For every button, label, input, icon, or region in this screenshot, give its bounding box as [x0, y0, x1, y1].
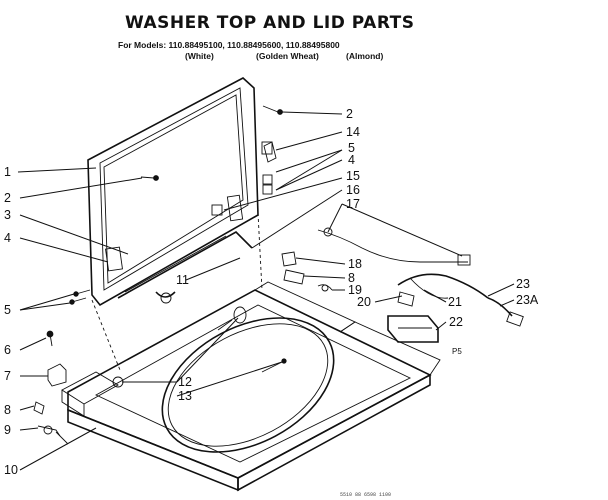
callout-16: 16	[346, 183, 360, 197]
footer-code: 5510 88 6598 1100	[340, 492, 391, 498]
color-almond: (Almond)	[346, 51, 383, 61]
callout-13: 13	[178, 389, 192, 403]
callout-17: 17	[346, 197, 360, 211]
callout-9: 9	[4, 423, 11, 437]
callout-23a: 23A	[516, 293, 539, 307]
color-white: (White)	[185, 51, 214, 61]
callout-3: 3	[4, 208, 11, 222]
callout-10: 10	[4, 463, 18, 477]
callout-labels: 1 2 3 4 5 6 7 8 9 10 2 14 5 4 15 16 17 1…	[4, 107, 539, 477]
small-parts-right	[263, 141, 524, 343]
callout-11: 11	[176, 273, 189, 287]
callout-15: 15	[346, 169, 360, 183]
callout-1: 1	[4, 165, 11, 179]
color-golden-wheat: (Golden Wheat)	[256, 51, 319, 61]
callout-7: 7	[4, 369, 11, 383]
callout-5: 5	[4, 303, 11, 317]
callout-2: 2	[4, 191, 11, 205]
small-parts-left	[33, 289, 91, 445]
callout-8: 8	[4, 403, 11, 417]
washer-top-assembly	[61, 281, 441, 492]
models-line: For Models: 110.88495100, 110.88495600, …	[118, 40, 340, 50]
page-code: P5	[452, 347, 462, 356]
leader-lines	[17, 111, 515, 471]
callout-4: 4	[4, 231, 11, 245]
diagram-title: WASHER TOP AND LID PARTS	[125, 13, 415, 33]
callout-5b: 5	[348, 141, 355, 155]
callout-2b: 2	[346, 107, 353, 121]
callout-20: 20	[357, 295, 371, 309]
callout-18: 18	[348, 257, 362, 271]
callout-12: 12	[178, 375, 192, 389]
callout-23: 23	[516, 277, 530, 291]
callout-21: 21	[448, 295, 462, 309]
callout-19: 19	[348, 283, 362, 297]
callout-4b: 4	[348, 153, 355, 167]
lid-assembly	[87, 77, 283, 371]
callout-22: 22	[449, 315, 463, 329]
callout-14: 14	[346, 125, 360, 139]
callout-8b: 8	[348, 271, 355, 285]
callout-6: 6	[4, 343, 11, 357]
